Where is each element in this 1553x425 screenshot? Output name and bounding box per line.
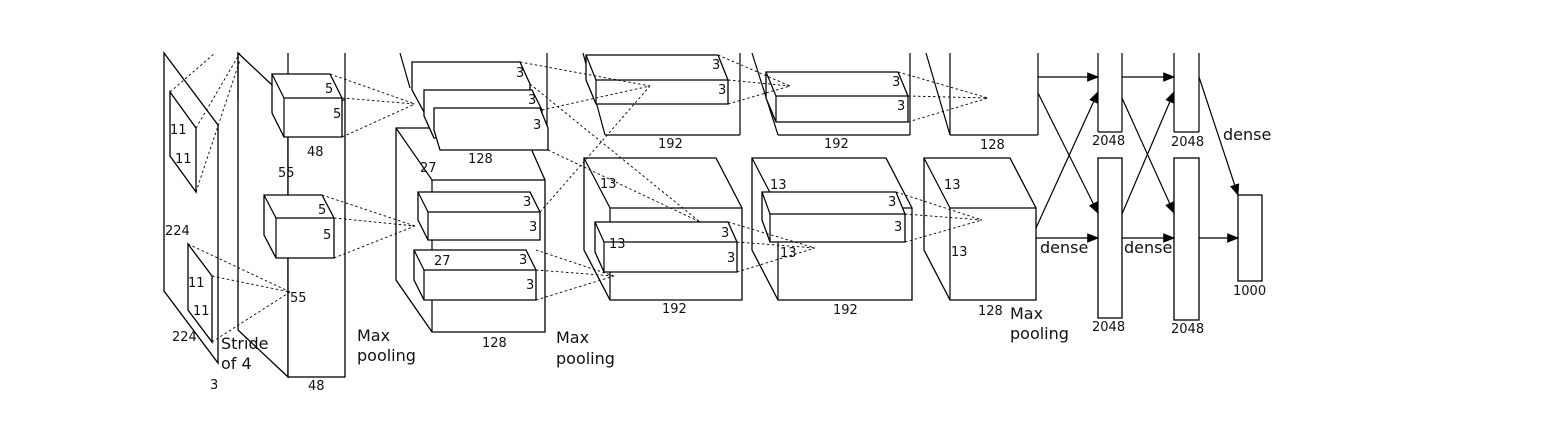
conv3-depth-bottom-label: 192 [662, 302, 687, 317]
conv4-depth-bottom-label: 192 [833, 303, 858, 318]
conv2-size-bottom-label: 27 [434, 254, 451, 269]
maxpool-1-label: Max [357, 326, 390, 345]
maxpool-2-label: Max [556, 328, 589, 347]
conv5-kernel-label-c: 3 [888, 195, 896, 210]
conv2-kernel-bottom-label-2: 5 [323, 228, 331, 243]
dense-label-2: dense [1124, 238, 1172, 257]
conv3-size-label: 13 [600, 177, 617, 192]
conv1-layer [237, 51, 346, 379]
dense-layers [1097, 53, 1263, 321]
conv2-depth-bottom-label: 128 [482, 336, 507, 351]
conv3-size-inner-label: 13 [609, 237, 626, 252]
conv3-kernel-label-a: 3 [516, 66, 524, 81]
conv3-depth-top-label: 192 [658, 137, 683, 152]
conv2-kernel-label-2: 5 [333, 107, 341, 122]
conv4-kernel-label-c: 3 [721, 226, 729, 241]
conv3-layer [582, 52, 743, 301]
conv4-size-inner-label: 13 [780, 246, 797, 261]
dotted-connections [169, 52, 989, 343]
conv5-size-inner-label: 13 [951, 245, 968, 260]
conv2-size-label: 27 [420, 161, 437, 176]
conv2-kernel-bottom-label: 5 [318, 203, 326, 218]
conv3-kernel-label-b: 3 [528, 93, 536, 108]
conv3-kernel-label-e: 3 [529, 220, 537, 235]
input-channels-label: 3 [210, 378, 218, 393]
conv1-kernel-bottom-label: 11 [188, 276, 205, 291]
conv4-kernel-label-b: 3 [718, 83, 726, 98]
dense-label-3: dense [1223, 125, 1271, 144]
dense-label-1: dense [1040, 238, 1088, 257]
conv1-kernel-bottom-label-2: 11 [193, 304, 210, 319]
conv1-depth-bottom-label: 48 [308, 379, 325, 394]
maxpool-2-label-2: pooling [556, 349, 615, 368]
input-size-label: 224 [165, 224, 190, 239]
conv1-kernel-label: 11 [170, 123, 187, 138]
conv1-kernel-label-2: 11 [175, 152, 192, 167]
conv4-depth-top-label: 192 [824, 137, 849, 152]
conv4-kernel-label-a: 3 [712, 58, 720, 73]
conv5-depth-top-label: 128 [980, 138, 1005, 153]
conv5-depth-bottom-label: 128 [978, 304, 1003, 319]
conv5-kernel-label-a: 3 [892, 75, 900, 90]
conv1-depth-top-label: 48 [307, 145, 324, 160]
conv5-kernel-label-b: 3 [897, 99, 905, 114]
maxpool-1-label-2: pooling [357, 346, 416, 365]
conv3-kernel-label-c: 3 [533, 118, 541, 133]
conv3-kernel-label-f: 3 [519, 253, 527, 268]
fc1-bottom-label: 2048 [1092, 320, 1125, 335]
conv5-size-label: 13 [944, 178, 961, 193]
input-layer [163, 51, 219, 365]
conv5-layer [923, 52, 1039, 301]
fc1-top-label: 2048 [1092, 134, 1125, 149]
input-size-side-label: 224 [172, 330, 197, 345]
conv2-kernel-label: 5 [325, 82, 333, 97]
conv1-size-label: 55 [278, 166, 295, 181]
conv3-kernel-label-d: 3 [523, 195, 531, 210]
stride-label: Stride [221, 334, 268, 353]
conv2-depth-top-label: 128 [468, 152, 493, 167]
fc2-bottom-label: 2048 [1171, 322, 1204, 337]
labels: 11 11 224 11 11 224 Stride of 4 3 5 5 48… [165, 58, 1271, 394]
conv1-size-bottom-label: 55 [290, 291, 307, 306]
fc2-top-label: 2048 [1171, 135, 1204, 150]
maxpool-3-label-2: pooling [1010, 324, 1069, 343]
conv4-layer [751, 52, 913, 301]
conv4-kernel-label-d: 3 [727, 251, 735, 266]
output-label: 1000 [1233, 284, 1266, 299]
dense-arrows [1035, 72, 1240, 243]
conv5-kernel-label-d: 3 [894, 220, 902, 235]
stride-label-2: of 4 [221, 354, 252, 373]
maxpool-3-label: Max [1010, 304, 1043, 323]
conv3-kernel-label-g: 3 [526, 278, 534, 293]
conv4-size-label: 13 [770, 178, 787, 193]
